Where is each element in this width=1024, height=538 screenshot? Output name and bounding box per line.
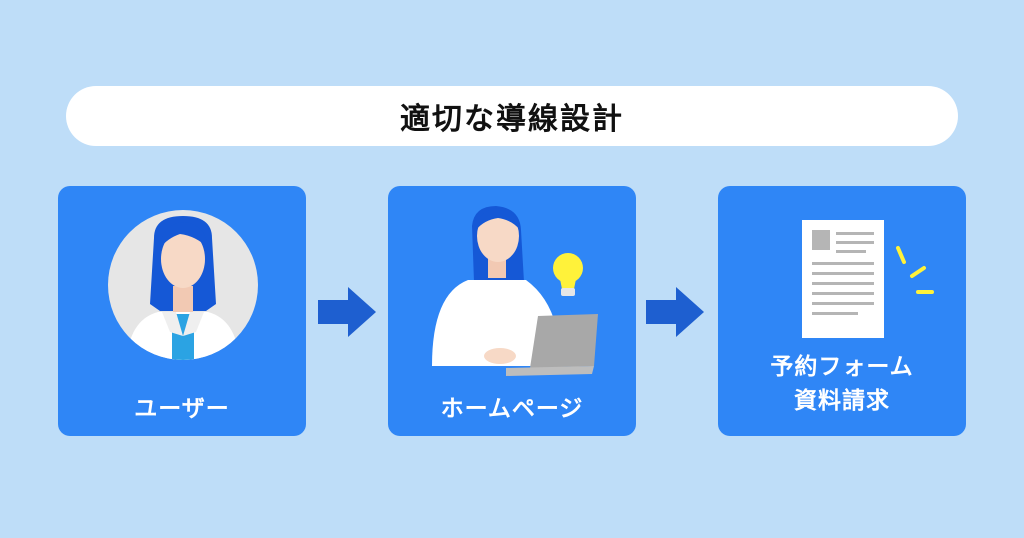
arrow-right-icon bbox=[318, 287, 376, 337]
step-label-homepage: ホームページ bbox=[440, 396, 584, 422]
arrow-right-icon bbox=[646, 287, 704, 337]
lightbulb-icon bbox=[553, 253, 583, 296]
step-card-homepage: ホームページ bbox=[388, 186, 636, 436]
user-avatar-icon bbox=[108, 210, 258, 360]
step-card-user: ユーザー bbox=[58, 186, 306, 436]
step-label-user: ユーザー bbox=[134, 396, 230, 422]
step-label-form-line2: 資料請求 bbox=[794, 388, 890, 414]
document-icon bbox=[802, 220, 934, 338]
step-label-form-line1: 予約フォーム bbox=[770, 354, 914, 380]
step-card-form: 予約フォーム 資料請求 bbox=[718, 186, 966, 436]
title-banner: 適切な導線設計 bbox=[66, 86, 958, 146]
diagram-title: 適切な導線設計 bbox=[400, 102, 624, 137]
laptop-user-icon bbox=[432, 206, 598, 376]
